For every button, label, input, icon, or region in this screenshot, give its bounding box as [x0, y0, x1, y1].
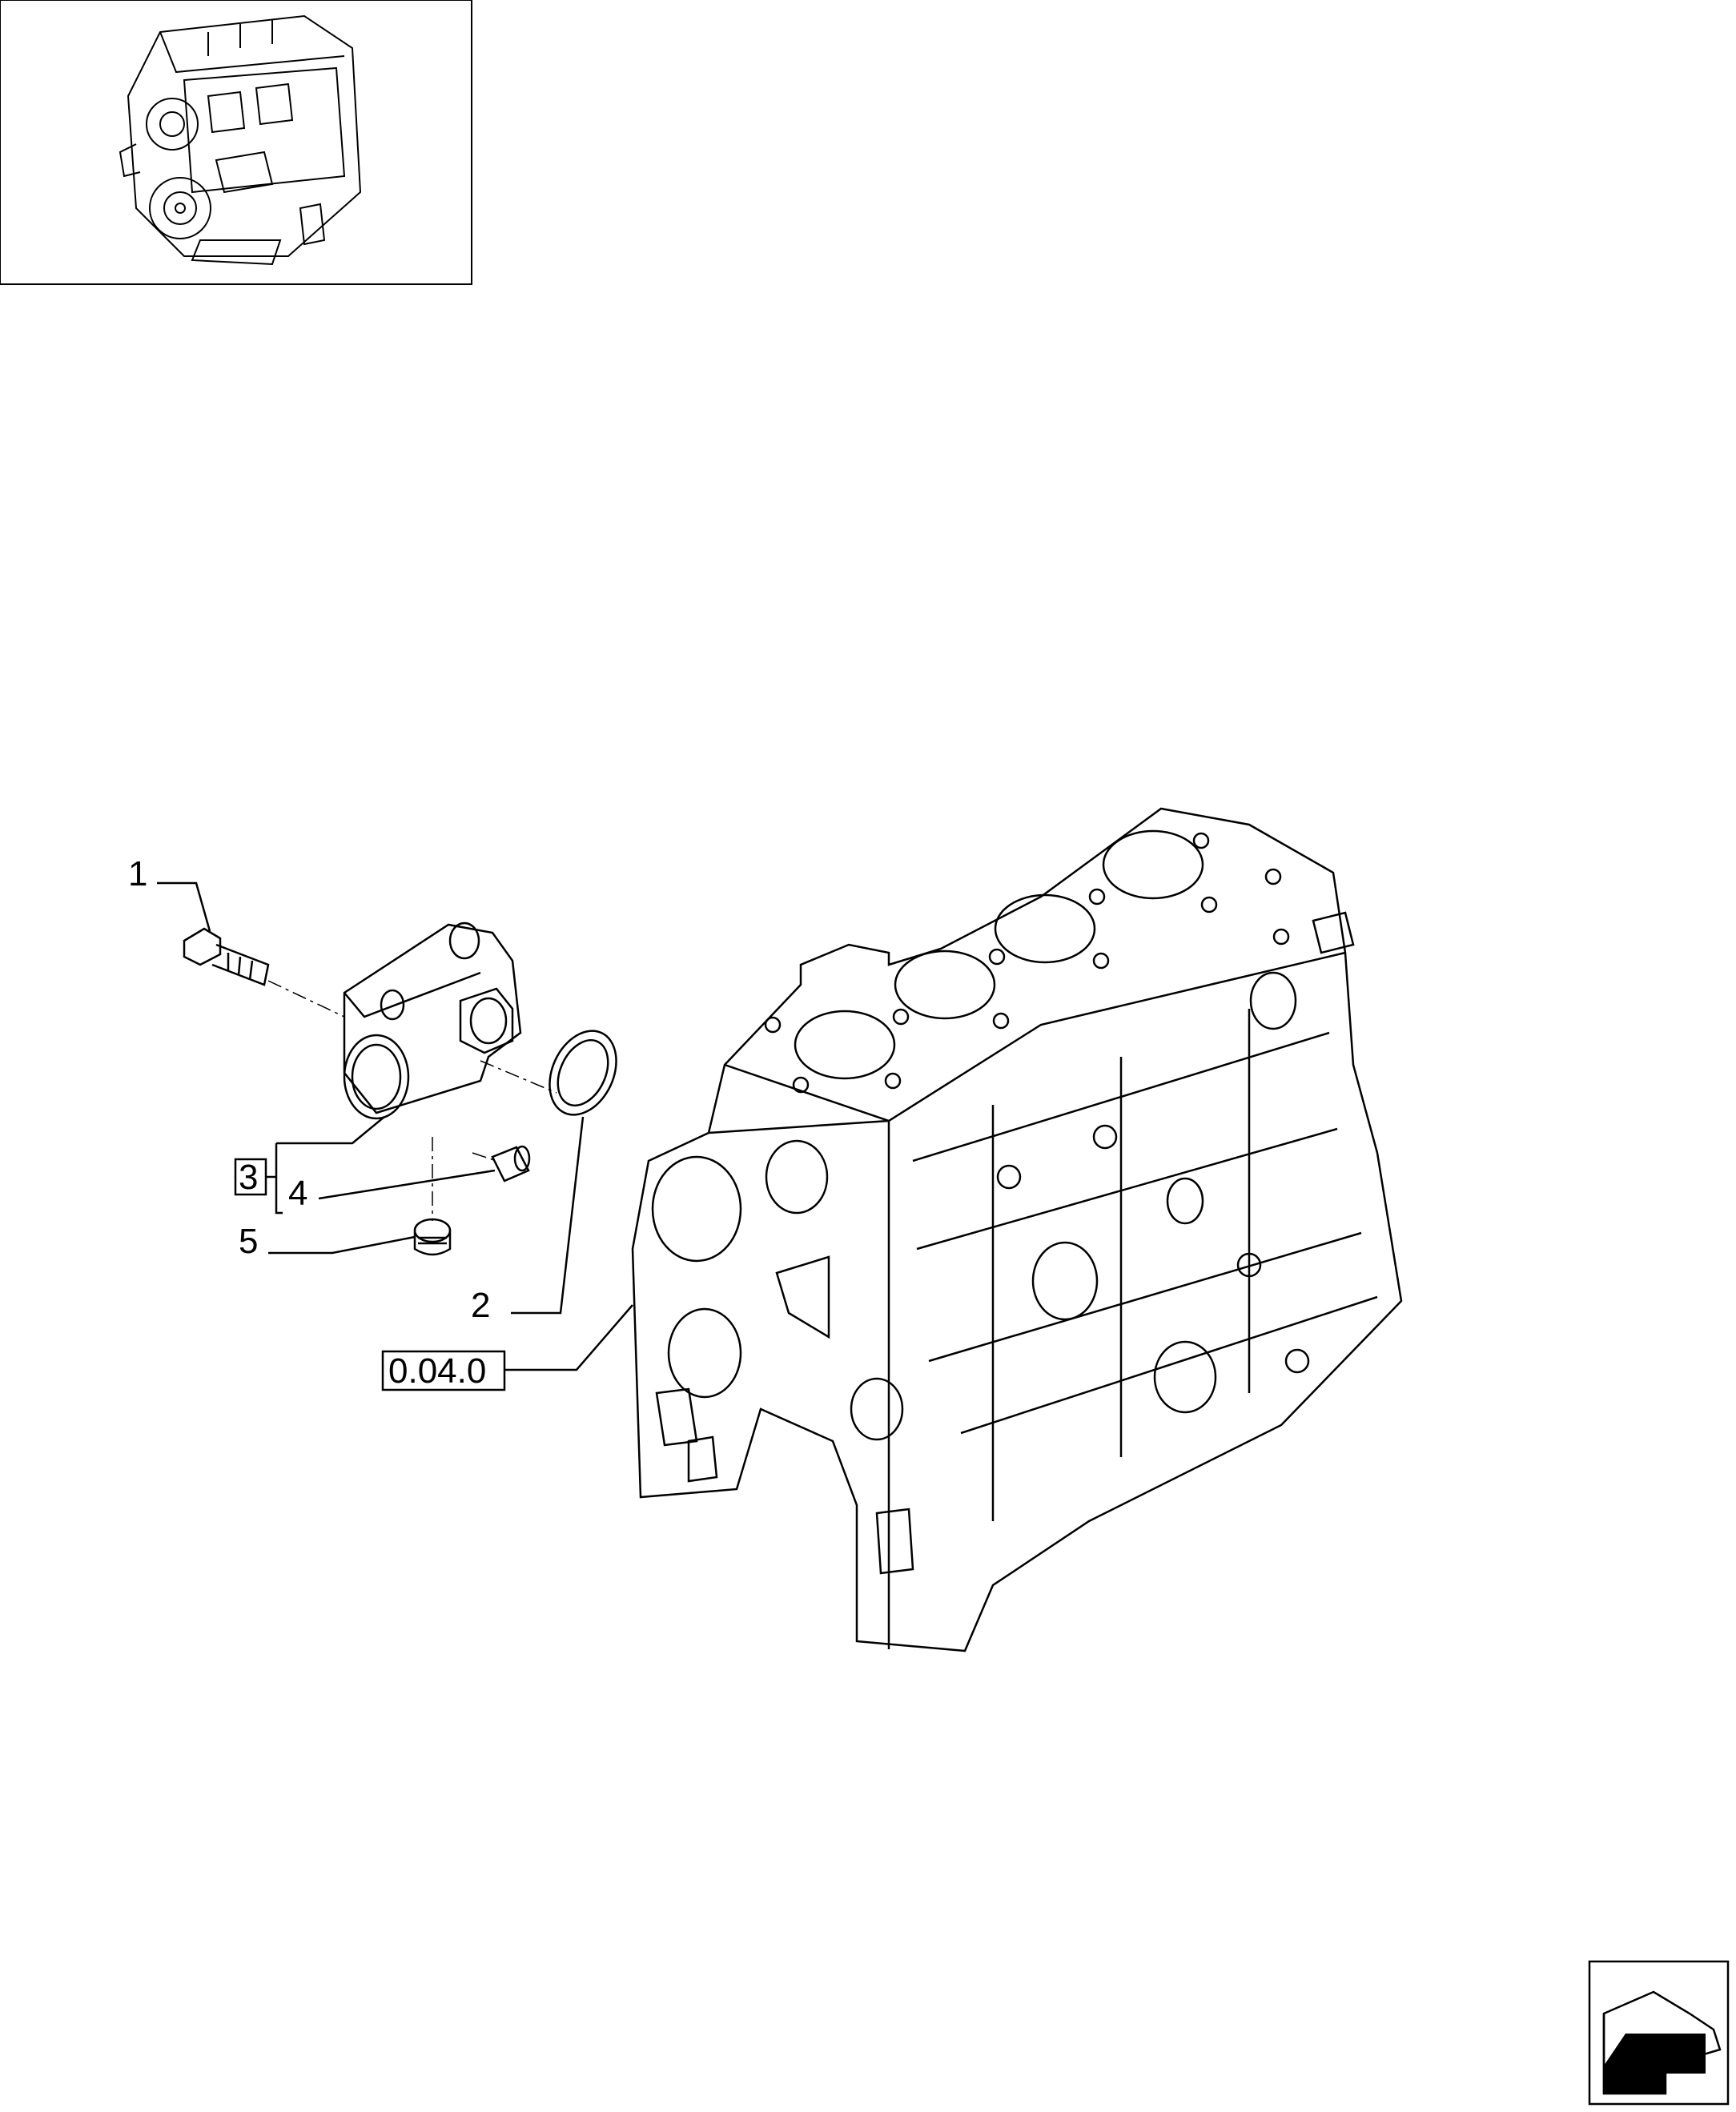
bolt-part	[183, 927, 270, 986]
callout-5-label: 5	[239, 1222, 258, 1261]
callout-4: 4	[288, 1174, 307, 1213]
engine-thumbnail-icon[interactable]	[0, 0, 472, 285]
callout-2-label: 2	[471, 1286, 490, 1325]
callout-2: 2	[471, 1286, 490, 1325]
gasket-ring-part	[549, 1030, 617, 1116]
reference-label: 0.04.0	[388, 1351, 486, 1391]
callout-1: 1	[128, 854, 147, 893]
engine-block	[631, 807, 1403, 1652]
center-lines	[267, 980, 557, 1221]
plug-part	[413, 1218, 452, 1256]
thermostat-housing	[343, 921, 522, 1120]
reference-callout[interactable]: 0.04.0	[381, 1350, 506, 1391]
callout-3: 3	[234, 1158, 276, 1197]
leader-lines	[157, 881, 633, 1371]
dowel-pin-part	[491, 1145, 531, 1182]
next-page-arrow-icon[interactable]	[1588, 1960, 1730, 2106]
callout-1-label: 1	[128, 854, 147, 893]
callout-3-label: 3	[239, 1158, 258, 1197]
callout-4-label: 4	[288, 1174, 307, 1213]
callout-5: 5	[239, 1222, 258, 1261]
